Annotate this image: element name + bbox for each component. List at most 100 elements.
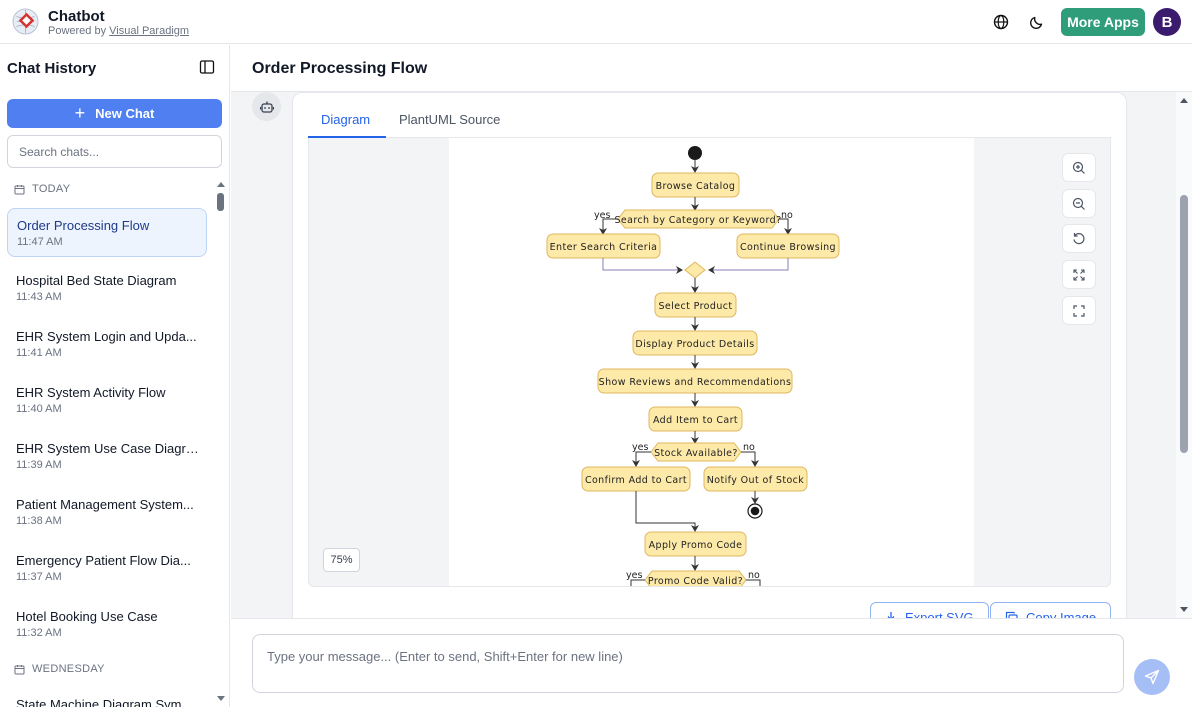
chat-item-title: Patient Management System... — [16, 497, 194, 512]
decision-label: Stock Available? — [654, 448, 738, 459]
node-enter-search-criteria: Enter Search Criteria — [546, 233, 661, 259]
branch-no-label: no — [748, 570, 760, 581]
sidebar: Chat History + New Chat TODAY Order Proc… — [0, 45, 230, 707]
reset-zoom-button[interactable] — [1062, 224, 1096, 253]
chat-history-title: Chat History — [7, 60, 97, 77]
scroll-down-arrow-icon[interactable] — [1176, 605, 1192, 615]
search-chats-input[interactable] — [7, 135, 222, 168]
new-chat-label: New Chat — [95, 106, 155, 121]
chat-item-title: Order Processing Flow — [17, 218, 150, 233]
node-apply-promo-code: Apply Promo Code — [644, 531, 747, 557]
node-label: Enter Search Criteria — [550, 242, 658, 253]
node-select-product: Select Product — [654, 292, 737, 318]
node-browse-catalog: Browse Catalog — [651, 172, 740, 198]
node-display-product-details: Display Product Details — [632, 330, 758, 356]
zoom-in-button[interactable] — [1062, 153, 1096, 182]
activity-diagram: Browse Catalog Search by Category or Key… — [449, 138, 974, 587]
chat-item-time: 11:41 AM — [16, 347, 62, 359]
calendar-icon — [14, 664, 25, 674]
node-label: Apply Promo Code — [649, 540, 743, 551]
chat-item-time: 11:37 AM — [16, 571, 62, 583]
avatar[interactable]: B — [1153, 8, 1181, 36]
chat-item-order-processing-flow[interactable]: Order Processing Flow 11:47 AM — [7, 208, 207, 257]
chat-item-hospital-bed-state-diagram[interactable]: Hospital Bed State Diagram 11:43 AM — [7, 264, 207, 313]
top-bar: Chatbot Powered by Visual Paradigm More … — [0, 0, 1192, 44]
calendar-icon — [14, 184, 25, 194]
copy-icon — [1005, 611, 1018, 618]
decision-label: Promo Code Valid? — [648, 576, 743, 587]
chat-item-emergency-patient-flow[interactable]: Emergency Patient Flow Dia... 11:37 AM — [7, 544, 207, 593]
node-show-reviews: Show Reviews and Recommendations — [597, 368, 793, 394]
fit-icon — [1073, 268, 1085, 281]
node-label: Display Product Details — [635, 339, 754, 350]
chat-item-state-machine[interactable]: State Machine Diagram Sym... — [7, 688, 207, 707]
send-button[interactable] — [1134, 659, 1170, 695]
main-scroll-thumb[interactable] — [1180, 195, 1188, 453]
copy-image-label: Copy Image — [1026, 609, 1097, 619]
chat-item-time: 11:47 AM — [17, 236, 63, 248]
chat-item-time: 11:38 AM — [16, 515, 62, 527]
sidebar-scrollbar[interactable] — [214, 179, 228, 707]
group-header-wednesday: WEDNESDAY — [14, 663, 105, 675]
node-continue-browsing: Continue Browsing — [736, 233, 840, 259]
more-apps-button[interactable]: More Apps — [1061, 8, 1145, 36]
diagram-card: Diagram PlantUML Source Browse Catalog — [292, 92, 1127, 618]
branch-yes-label: yes — [594, 210, 610, 221]
new-chat-button[interactable]: + New Chat — [7, 99, 222, 128]
end-node — [747, 503, 763, 519]
fullscreen-button[interactable] — [1062, 296, 1096, 325]
send-icon — [1144, 669, 1160, 685]
powered-brand-link[interactable]: Visual Paradigm — [109, 25, 190, 37]
message-input[interactable] — [252, 634, 1124, 693]
chat-item-hotel-booking[interactable]: Hotel Booking Use Case 11:32 AM — [7, 600, 207, 649]
fit-to-screen-button[interactable] — [1062, 260, 1096, 289]
divider — [231, 91, 1192, 92]
chat-item-title: EHR System Use Case Diagram — [16, 441, 199, 456]
fullscreen-icon — [1073, 304, 1085, 317]
chat-item-title: EHR System Activity Flow — [16, 385, 166, 400]
decision-search: Search by Category or Keyword? — [614, 209, 781, 229]
tab-plantuml-source[interactable]: PlantUML Source — [399, 112, 501, 127]
copy-image-button[interactable]: Copy Image — [990, 602, 1112, 619]
tab-divider — [308, 137, 1111, 138]
zoom-out-button[interactable] — [1062, 189, 1096, 218]
start-node — [688, 146, 702, 160]
node-confirm-add-to-cart: Confirm Add to Cart — [581, 466, 691, 492]
sidebar-scroll-thumb[interactable] — [217, 193, 224, 211]
sidebar-toggle-icon[interactable] — [199, 59, 215, 75]
robot-icon — [259, 101, 274, 113]
group-label: TODAY — [32, 183, 71, 195]
moon-icon[interactable] — [1026, 11, 1048, 33]
active-tab-indicator — [308, 136, 386, 138]
branch-no-label: no — [743, 442, 755, 453]
chat-item-ehr-login[interactable]: EHR System Login and Upda... 11:41 AM — [7, 320, 207, 369]
chat-item-patient-management[interactable]: Patient Management System... 11:38 AM — [7, 488, 207, 537]
chat-messages-area: Diagram PlantUML Source Browse Catalog — [231, 92, 1176, 618]
scroll-up-arrow-icon[interactable] — [1176, 95, 1192, 105]
powered-by: Powered by Visual Paradigm — [48, 25, 189, 37]
tab-diagram[interactable]: Diagram — [321, 112, 371, 127]
globe-icon[interactable] — [990, 11, 1012, 33]
node-label: Browse Catalog — [656, 181, 736, 192]
chat-item-time: 11:32 AM — [16, 627, 62, 639]
chat-item-ehr-activity-flow[interactable]: EHR System Activity Flow 11:40 AM — [7, 376, 207, 425]
group-header-today: TODAY — [14, 183, 70, 195]
chat-item-title: Emergency Patient Flow Dia... — [16, 553, 191, 568]
zoom-out-icon — [1072, 197, 1085, 210]
branch-yes-label: yes — [632, 442, 648, 453]
node-label: Continue Browsing — [740, 242, 836, 253]
group-label: WEDNESDAY — [32, 663, 105, 675]
powered-prefix: Powered by — [48, 25, 107, 37]
diagram-canvas[interactable]: Browse Catalog Search by Category or Key… — [308, 138, 1111, 587]
node-label: Confirm Add to Cart — [585, 475, 687, 486]
export-svg-label: Export SVG — [905, 609, 974, 619]
export-svg-button[interactable]: Export SVG — [870, 602, 989, 618]
page-title: Order Processing Flow — [252, 60, 428, 77]
main-scrollbar[interactable] — [1176, 92, 1192, 618]
plus-icon: + — [74, 102, 86, 123]
scroll-up-arrow-icon[interactable] — [214, 179, 228, 189]
scroll-down-arrow-icon[interactable] — [214, 694, 228, 704]
reset-icon — [1073, 232, 1085, 244]
chat-item-title: Hotel Booking Use Case — [16, 609, 158, 624]
chat-item-ehr-use-case[interactable]: EHR System Use Case Diagram 11:39 AM — [7, 432, 207, 481]
